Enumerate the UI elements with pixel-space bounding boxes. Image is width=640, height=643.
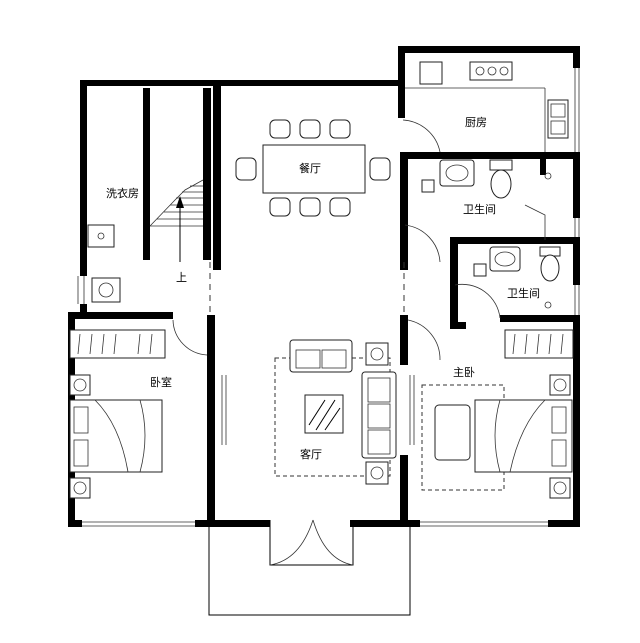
bed-icon [69,399,163,473]
nightstand-icon [549,477,571,499]
stair-arrow-icon [176,196,184,208]
bath1-bottom-wall [450,237,580,244]
stair-right-wall [203,88,211,260]
bathroom-2-fixtures [473,246,561,309]
label-stair-up: 上 [176,271,187,284]
chair-icon [269,119,291,139]
sofa-icon [289,339,353,373]
floor-drain-icon [473,263,487,277]
sink-icon [87,224,115,248]
kitchen-right-wall-top [573,46,580,68]
bath1-left-wall [400,152,408,270]
label-bathroom-2: 卫生间 [507,286,540,300]
wardrobe-icon [69,329,166,359]
dining-table-icon [235,119,391,217]
laundry-fixtures [87,224,121,303]
door-swing-icon [407,319,441,361]
side-table-icon [365,461,389,485]
bedroom-furniture [69,329,166,499]
floor-drain-icon [421,179,435,193]
stair [149,179,204,262]
openings [209,262,405,315]
laundry-top-wall [80,80,220,86]
door-swing-icon [269,519,314,566]
chair-icon [235,157,257,181]
stair-left-wall [143,88,150,260]
door-swing-icon [402,119,441,153]
chair-icon [329,119,351,139]
master-right-wall [573,315,580,527]
washer-icon [91,277,121,303]
label-living-room: 客厅 [300,447,322,461]
door-swing-icon [454,283,501,319]
laundry-corner [80,304,87,314]
room-labels: 厨房 餐厅 洗衣房 卫生间 卫生间 上 卧室 主卧 客厅 [106,116,540,461]
bath1-right-wall [573,152,580,218]
bed-icon [474,399,573,473]
kitchen-top-wall [398,46,580,53]
stove-icon [469,61,513,81]
front-porch [208,519,411,616]
kitchen-left-wall [398,46,405,118]
dining-top-wall [213,80,403,86]
dining-table [262,144,366,194]
kitchen-bottom-wall [400,152,580,159]
doors [172,119,546,361]
chair-icon [299,119,321,139]
living-left-wall [207,315,215,527]
bath2-corner [450,322,466,329]
door-swing-icon [172,319,208,356]
label-kitchen: 厨房 [465,116,487,129]
master-bottom-wall-right [548,520,580,527]
toilet-icon [540,254,560,282]
bedroom-bottom-wall-left [68,520,82,527]
side-table-icon [365,342,389,366]
toilet-icon [490,169,512,199]
label-bedroom: 卧室 [150,375,172,389]
bath2-left-wall [450,237,458,329]
chair-icon [299,197,321,217]
bath2-bottom-wall [500,315,580,322]
label-dining: 餐厅 [299,161,321,175]
bedroom-bottom-wall-right [195,520,270,527]
fridge-icon [419,61,443,85]
master-left-wall-top [400,315,408,365]
kitchen-fixtures [405,61,569,152]
bedroom-top-wall [68,312,173,319]
nightstand-icon [69,477,91,499]
master-bedroom-furniture [421,329,574,499]
nightstand-icon [69,374,91,396]
sink-icon [439,159,475,187]
chair-icon [269,197,291,217]
label-master-bedroom: 主卧 [453,366,475,379]
chair-icon [329,197,351,217]
sofa-icon [361,371,397,459]
master-bottom-wall-left [350,520,420,527]
living-furniture [274,339,397,485]
armchair-icon [434,404,471,461]
door-swing-icon [404,224,441,263]
label-laundry: 洗衣房 [106,186,139,200]
sink-icon [489,246,521,272]
bathroom-1-fixtures [421,159,552,199]
laundry-left-wall [80,80,87,276]
nightstand-icon [549,374,571,396]
master-left-wall-bottom [400,455,408,527]
toilet-icon [489,159,513,171]
sink-icon [547,99,569,139]
chair-icon [369,157,391,181]
bath2-right-wall [573,237,580,285]
dining-left-wall [213,80,221,270]
windows [77,68,580,527]
label-bathroom-1: 卫生间 [463,202,496,216]
bath1-partition [540,155,546,175]
